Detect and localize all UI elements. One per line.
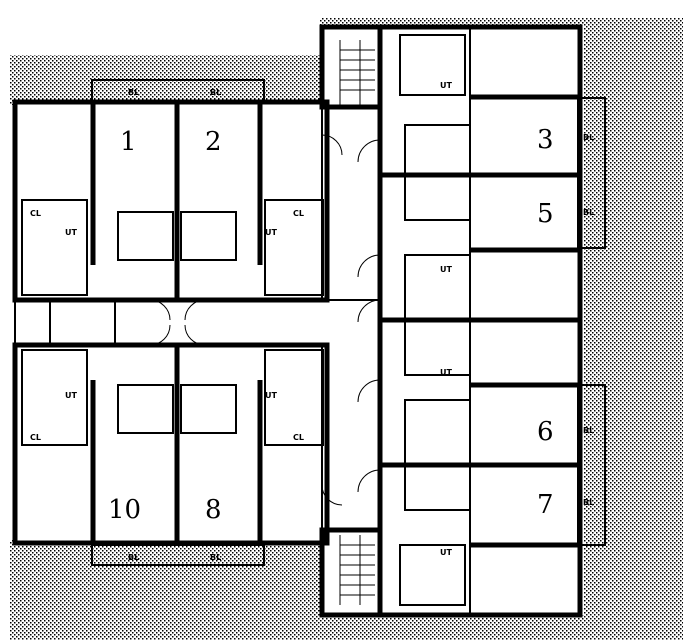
closet-label: CL [30, 209, 41, 218]
balcony-label: BL [128, 88, 139, 97]
unit-number-5: 5 [537, 199, 554, 229]
balcony-label: BL [128, 553, 139, 562]
utility-label: UT [440, 548, 452, 557]
utility-label: UT [265, 228, 277, 237]
utility-label: UT [265, 391, 277, 400]
balcony-label: BL [583, 426, 594, 435]
balcony-label: BL [210, 553, 221, 562]
stairs-bottom [339, 535, 375, 605]
closet-label: CL [293, 209, 304, 218]
unit-number-10: 10 [108, 495, 141, 525]
utility-label: UT [440, 368, 452, 377]
unit-number-6: 6 [537, 417, 554, 447]
unit-number-1: 1 [120, 127, 137, 157]
utility-label: UT [440, 265, 452, 274]
unit-number-7: 7 [537, 490, 554, 520]
balcony-label: BL [210, 88, 221, 97]
unit-number-2: 2 [205, 127, 222, 157]
closet-label: CL [30, 433, 41, 442]
unit-number-3: 3 [537, 125, 554, 155]
closet-label: CL [293, 433, 304, 442]
kitchens [21, 34, 471, 606]
balcony-label: BL [583, 498, 594, 507]
utility-label: UT [440, 81, 452, 90]
stairs-top [339, 40, 375, 105]
walls [12, 24, 583, 618]
balcony-label: BL [583, 133, 594, 142]
balcony-label: BL [583, 208, 594, 217]
utility-label: UT [65, 228, 77, 237]
utility-label: UT [65, 391, 77, 400]
doors [149, 134, 381, 506]
unit-number-8: 8 [205, 495, 222, 525]
